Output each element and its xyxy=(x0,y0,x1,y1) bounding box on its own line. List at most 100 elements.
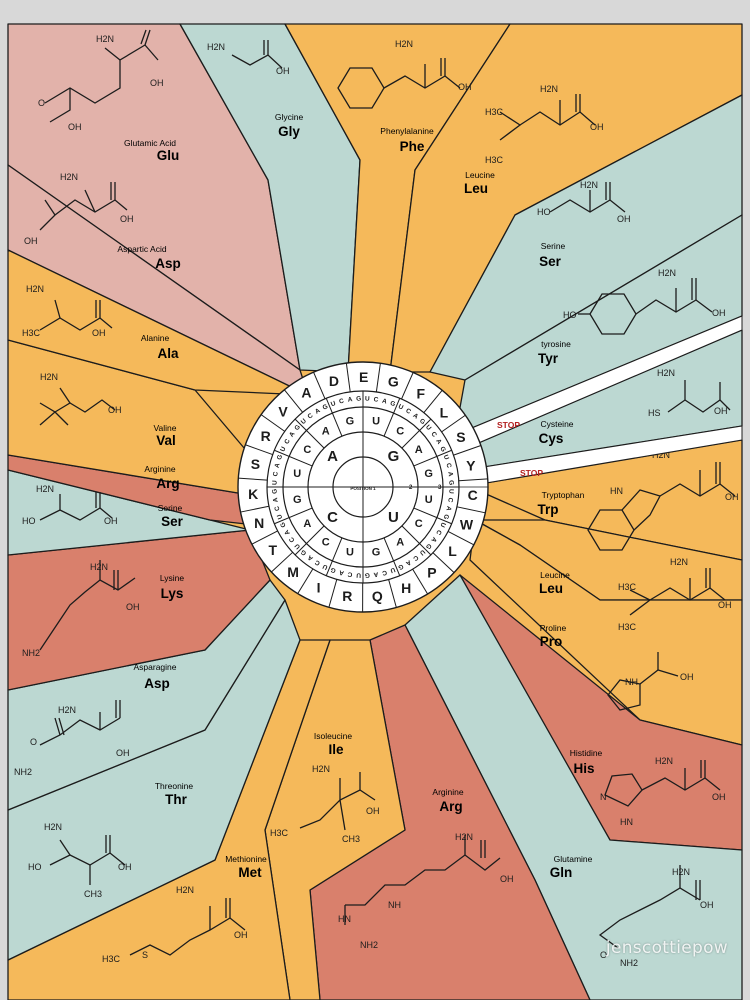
label-arginine-bottom: Arginine Arg xyxy=(432,787,463,814)
atom: OH xyxy=(500,874,514,884)
label-alanine: Alanine Ala xyxy=(141,333,179,361)
ring3-base: C xyxy=(314,558,322,567)
atom: H3C xyxy=(485,155,504,165)
single-letter-code: T xyxy=(268,542,277,558)
aa-name: Threonine xyxy=(155,781,194,791)
amino-acid-sectors xyxy=(7,23,743,1000)
label-glutamine: Glutamine Gln xyxy=(550,854,593,880)
single-letter-code: M xyxy=(287,564,299,580)
wheel-divider-2 xyxy=(413,449,452,467)
single-letter-code: Y xyxy=(466,457,476,473)
single-letter-code: S xyxy=(251,456,260,472)
ring3-base: A xyxy=(306,553,314,562)
atom: H2N xyxy=(58,705,76,715)
wheel-divider-outer xyxy=(251,530,278,545)
aa-name: Serine xyxy=(158,503,183,513)
atom: H2N xyxy=(670,557,688,567)
atom: CH3 xyxy=(342,834,360,844)
ring3-base: G xyxy=(424,542,433,550)
ring3-base: A xyxy=(288,430,297,438)
atom: OH xyxy=(276,66,290,76)
ring2-base: G xyxy=(293,494,302,506)
ring3-base: C xyxy=(446,497,454,503)
atom: H2N xyxy=(672,867,690,877)
ring3-base: U xyxy=(330,400,337,408)
ring3-base: U xyxy=(276,513,284,520)
atom: HO xyxy=(28,862,42,872)
single-letter-code: V xyxy=(278,403,288,419)
ring3-base: U xyxy=(279,446,287,454)
position-3-label: 3 xyxy=(438,485,442,491)
ring1-base: G xyxy=(388,448,400,465)
ring1-base: U xyxy=(388,509,399,526)
label-lysine: Lysine Lys xyxy=(160,573,185,601)
aa-name: Glutamine xyxy=(554,854,593,864)
single-letter-code: P xyxy=(427,565,436,581)
ring2-base: A xyxy=(303,518,311,530)
wheel-divider-2 xyxy=(383,537,401,576)
structure-pro xyxy=(607,652,679,711)
structure-trp xyxy=(587,462,736,551)
ring2-base: A xyxy=(415,444,423,456)
atom: H2N xyxy=(395,39,413,49)
atom: H3C xyxy=(618,622,637,632)
atom: OH xyxy=(700,900,714,910)
structure-lys xyxy=(39,560,136,651)
ring2-base: U xyxy=(372,415,380,427)
aa-name: Asparagine xyxy=(133,662,176,672)
atom: NH2 xyxy=(360,940,378,950)
aa-name: Isoleucine xyxy=(314,731,353,741)
atom: H2N xyxy=(455,832,473,842)
ring3-base: G xyxy=(322,403,330,411)
ring3-base: A xyxy=(411,412,419,421)
atom: H2N xyxy=(540,84,558,94)
ring3-base: A xyxy=(446,471,454,477)
ring3-base: G xyxy=(418,417,426,426)
ring2-base: U xyxy=(425,494,433,506)
wheel-divider-2 xyxy=(401,418,432,449)
wheel-divider-outer xyxy=(453,445,482,456)
wheel-divider-outer xyxy=(245,444,273,456)
atom: OH xyxy=(116,748,130,758)
atom: H2N xyxy=(312,764,330,774)
atom: HO xyxy=(563,310,577,320)
wheel-divider-outer xyxy=(432,552,455,573)
ring3-base: U xyxy=(293,542,302,550)
ring3-base: G xyxy=(300,548,308,557)
aa-name: Tryptophan xyxy=(542,490,585,500)
atom: H2N xyxy=(207,42,225,52)
label-asparagine: Asparagine Asp xyxy=(133,662,176,691)
single-letter-code: A xyxy=(301,385,311,401)
atom: NH2 xyxy=(14,767,32,777)
wheel-divider-2 xyxy=(294,418,325,449)
aa-abbr: Gly xyxy=(278,124,300,139)
ring3-base: C xyxy=(338,398,345,406)
ring3-base: C xyxy=(444,462,452,469)
structure-leu-top xyxy=(499,94,596,141)
atom: H3C xyxy=(485,107,504,117)
ring2-base: G xyxy=(346,415,355,427)
ring3-base: A xyxy=(338,568,345,576)
aa-abbr: Leu xyxy=(464,181,488,196)
atom: H2N xyxy=(40,372,58,382)
aa-abbr: Val xyxy=(156,433,176,448)
ring2-base: U xyxy=(346,547,354,559)
ring3-base: U xyxy=(271,480,278,485)
aa-name: Serine xyxy=(541,241,566,251)
ring3-base: C xyxy=(288,535,297,543)
structure-ser-left xyxy=(39,492,113,521)
ring2-base: G xyxy=(424,468,433,480)
atom: H2N xyxy=(658,268,676,278)
wheel-divider-outer xyxy=(458,478,488,482)
label-cysteine: Cysteine Cys xyxy=(539,419,574,446)
aa-abbr: Phe xyxy=(400,139,425,154)
structure-met xyxy=(129,898,246,956)
atom: HN xyxy=(620,817,633,827)
wheel-divider-outer xyxy=(441,414,466,433)
ring1-base: A xyxy=(327,448,338,465)
aa-abbr: Thr xyxy=(165,792,187,807)
ring2-base: C xyxy=(415,518,423,530)
ring3-base: C xyxy=(404,407,412,416)
atom: NH xyxy=(388,900,401,910)
wheel-divider-outer xyxy=(260,414,286,432)
